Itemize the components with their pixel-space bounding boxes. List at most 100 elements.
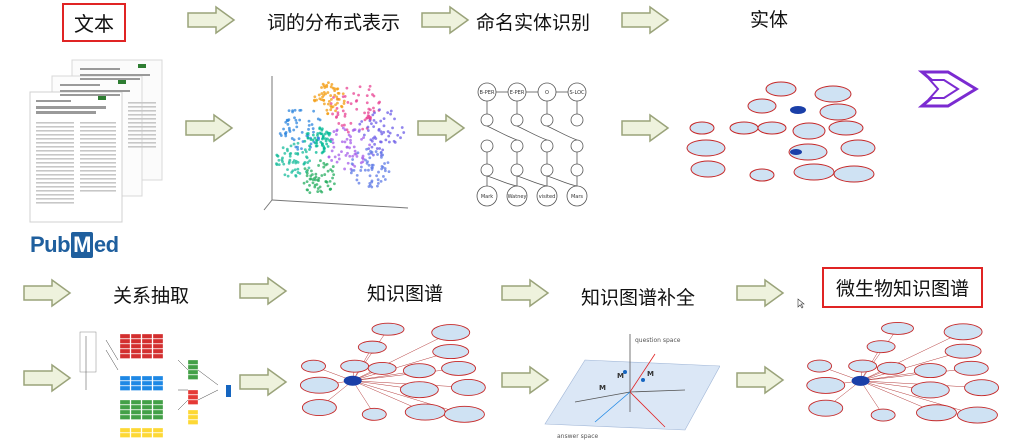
embedding-point bbox=[314, 172, 318, 176]
embedding-point bbox=[306, 131, 310, 135]
embedding-point bbox=[386, 130, 390, 133]
cnn-cell bbox=[130, 404, 142, 410]
embedding-point bbox=[399, 136, 402, 140]
entity-ellipses-thumbnail bbox=[686, 81, 876, 183]
embedding-point bbox=[366, 111, 370, 115]
embedding-point bbox=[359, 161, 363, 165]
cnn-cell bbox=[187, 414, 199, 420]
cnn-cell bbox=[130, 333, 142, 339]
step-ner-label: 命名实体识别 bbox=[476, 12, 591, 34]
embedding-point bbox=[287, 160, 291, 164]
embedding-point bbox=[305, 171, 309, 175]
step-microbe-kg-label: 微生物知识图谱 bbox=[822, 267, 984, 308]
embedding-point bbox=[277, 163, 281, 167]
embedding-point bbox=[333, 89, 337, 93]
embedding-point bbox=[300, 131, 304, 134]
cnn-cell bbox=[119, 380, 131, 386]
cnn-cell bbox=[141, 338, 153, 344]
embedding-point bbox=[311, 173, 314, 176]
embedding-point bbox=[367, 163, 371, 167]
embedding-point bbox=[373, 111, 376, 115]
embedding-point bbox=[313, 95, 317, 99]
embedding-point bbox=[369, 149, 372, 153]
embedding-point bbox=[337, 157, 341, 161]
step-relation-extraction-label: 关系抽取 bbox=[113, 285, 190, 307]
embedding-point bbox=[316, 134, 319, 137]
embedding-point bbox=[318, 126, 322, 130]
embedding-point bbox=[370, 163, 374, 167]
embedding-point bbox=[364, 158, 367, 162]
embedding-point bbox=[281, 146, 285, 150]
embedding-point bbox=[370, 139, 374, 143]
cnn-cell bbox=[119, 375, 131, 381]
kg-node bbox=[443, 405, 485, 423]
flow-arrow-icon bbox=[736, 278, 785, 308]
embedding-point bbox=[362, 133, 366, 137]
embedding-point bbox=[275, 162, 278, 166]
embedding-point bbox=[345, 145, 349, 149]
embedding-point bbox=[343, 167, 347, 171]
embedding-point bbox=[303, 167, 307, 171]
embedding-point bbox=[386, 161, 390, 165]
embedding-point bbox=[320, 92, 324, 95]
embedding-point bbox=[389, 112, 392, 116]
embedding-point bbox=[340, 124, 344, 127]
embedding-point bbox=[296, 160, 300, 164]
embedding-point bbox=[320, 132, 324, 136]
embedding-point bbox=[291, 169, 295, 173]
embedding-point bbox=[331, 176, 334, 180]
embedding-point bbox=[292, 128, 296, 132]
embedding-point bbox=[316, 190, 320, 193]
embedding-point bbox=[308, 159, 312, 163]
pubmed-papers-thumbnail bbox=[29, 59, 163, 223]
embedding-point bbox=[308, 148, 311, 151]
embedding-point bbox=[293, 108, 297, 112]
kg-edge bbox=[352, 351, 451, 381]
cnn-cell bbox=[187, 419, 199, 425]
embedding-point bbox=[322, 161, 326, 165]
kg-node bbox=[964, 379, 1000, 397]
embedding-point bbox=[313, 176, 316, 180]
cnn-cell bbox=[130, 375, 142, 381]
embedding-point bbox=[383, 169, 387, 173]
cnn-cell bbox=[187, 389, 199, 395]
embedding-point bbox=[328, 187, 332, 191]
embedding-point bbox=[307, 119, 311, 123]
embedding-point bbox=[318, 185, 322, 189]
embedding-point bbox=[371, 137, 375, 140]
embedding-point bbox=[315, 144, 319, 148]
embedding-point bbox=[286, 122, 290, 126]
embedding-point bbox=[303, 148, 307, 152]
embedding-point bbox=[387, 140, 391, 144]
cnn-cell bbox=[141, 432, 153, 438]
embedding-point bbox=[324, 92, 327, 96]
cnn-cell bbox=[119, 333, 131, 339]
kg-node bbox=[808, 399, 844, 417]
embedding-point bbox=[324, 163, 327, 167]
embedding-point bbox=[360, 165, 363, 169]
embedding-point bbox=[343, 112, 347, 116]
flow-arrow-icon bbox=[621, 113, 670, 143]
embedding-point bbox=[358, 122, 362, 126]
embedding-point bbox=[347, 133, 351, 137]
embedding-point bbox=[373, 142, 376, 146]
embedding-point bbox=[377, 101, 381, 105]
embedding-point bbox=[331, 165, 335, 168]
embedding-point bbox=[327, 133, 331, 137]
embedding-point bbox=[292, 142, 296, 146]
ner-word: Mark bbox=[481, 194, 493, 200]
embedding-point bbox=[342, 99, 346, 103]
embedding-point bbox=[316, 117, 320, 121]
embedding-point bbox=[322, 98, 326, 102]
embedding-point bbox=[350, 169, 354, 172]
embedding-point bbox=[312, 98, 316, 102]
embedding-point bbox=[353, 149, 357, 153]
embedding-point bbox=[293, 168, 297, 172]
embedding-point bbox=[366, 129, 370, 132]
cnn-cell bbox=[152, 404, 164, 410]
embedding-point bbox=[336, 91, 340, 95]
cnn-cell bbox=[141, 333, 153, 339]
embedding-point bbox=[341, 92, 345, 96]
embedding-point bbox=[353, 164, 357, 168]
cnn-cell bbox=[141, 409, 153, 415]
